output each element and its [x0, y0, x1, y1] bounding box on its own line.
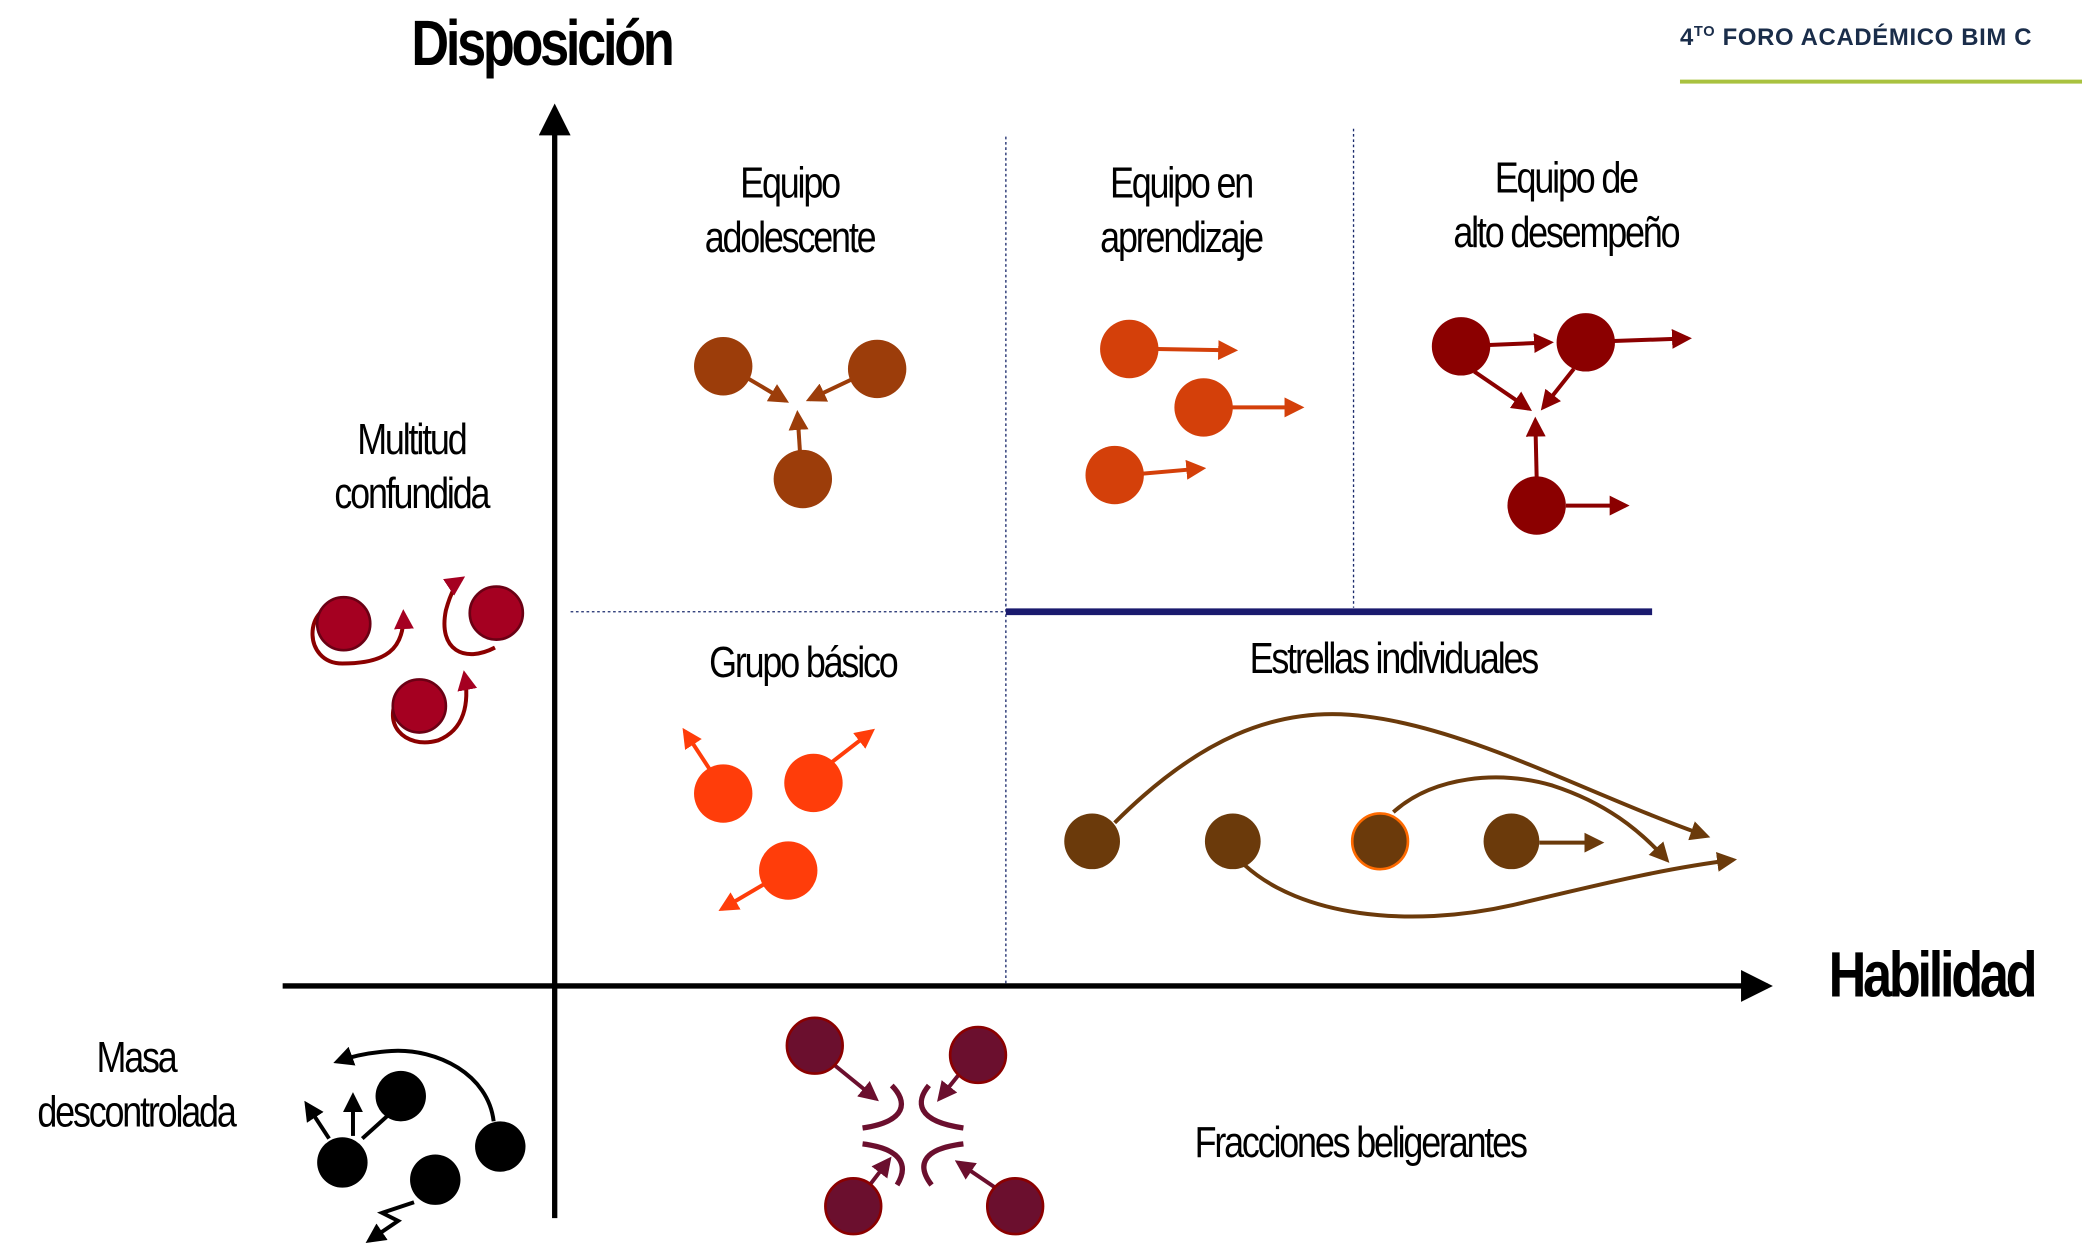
arrow: [742, 373, 790, 403]
arrow: [442, 576, 496, 657]
crowd-member-node: [468, 585, 525, 641]
group-member-node: [759, 841, 818, 900]
connector: [360, 1113, 391, 1141]
high-performance-team-figure: [1431, 313, 1692, 535]
arrow: [1525, 416, 1546, 478]
team-member-node: [1100, 319, 1159, 379]
individual-stars-figure: [1064, 712, 1738, 919]
faction-member-node: [985, 1177, 1045, 1236]
conflict-bracket: [862, 1083, 904, 1131]
faction-member-node: [824, 1177, 883, 1236]
conflict-bracket: [921, 1141, 964, 1187]
team-member-node: [847, 339, 907, 399]
belligerent-factions-figure: [785, 1016, 1045, 1236]
x-axis-title: Habilidad: [1828, 940, 2038, 1012]
arrow: [1473, 369, 1532, 411]
crowd-member-node: [315, 595, 372, 652]
arrow: [1540, 367, 1576, 411]
uncontrolled-mass-figure: [304, 1046, 526, 1243]
arrow: [1243, 851, 1738, 919]
arrow: [304, 1100, 331, 1140]
team-member-node: [1507, 476, 1566, 535]
confused-crowd-figure: [310, 576, 525, 745]
arrow: [1157, 340, 1239, 361]
crowd-member-node: [391, 678, 448, 734]
star-member-node: [1204, 813, 1261, 870]
team-member-node: [1556, 313, 1615, 372]
arrow: [954, 1160, 997, 1190]
y-axis-title: Disposición: [411, 9, 674, 80]
learning-team-figure: [1085, 319, 1305, 505]
arrow: [333, 1046, 496, 1122]
arrow: [682, 727, 712, 771]
header-underline: [1679, 79, 2082, 84]
arrow: [1141, 459, 1207, 480]
arrow: [365, 1200, 415, 1243]
arrow: [1488, 333, 1554, 354]
arrow: [1613, 329, 1692, 349]
label-belligerent-factions: Fracciones beligerantes: [1194, 1117, 1528, 1167]
arrow: [718, 880, 769, 912]
conflict-bracket: [862, 1141, 905, 1187]
mass-member-node: [410, 1154, 461, 1205]
team-member-node: [1174, 378, 1233, 437]
group-member-node: [784, 753, 843, 813]
faction-member-node: [785, 1016, 844, 1075]
arrow: [1392, 775, 1670, 863]
arrow: [1113, 712, 1711, 841]
faction-member-node: [948, 1025, 1008, 1085]
team-member-node: [1085, 445, 1144, 505]
label-basic-group: Grupo básico: [709, 636, 899, 687]
team-member-node: [1431, 317, 1491, 376]
mass-member-node: [475, 1121, 526, 1172]
group-member-node: [694, 764, 753, 823]
team-member-node: [773, 449, 833, 509]
star-member-node: [1483, 813, 1540, 870]
mass-member-node: [317, 1137, 368, 1188]
arrow: [390, 670, 478, 745]
adolescent-team-figure: [694, 337, 907, 509]
arrow: [788, 410, 809, 456]
event-header: 4TO FORO ACADÉMICO BIM C: [1679, 23, 2033, 51]
basic-group-figure: [682, 727, 875, 912]
mass-member-node: [375, 1070, 426, 1122]
conflict-bracket: [918, 1083, 964, 1131]
label-individual-stars: Estrellas individuales: [1249, 632, 1540, 683]
arrow: [829, 728, 875, 765]
arrow: [832, 1062, 879, 1102]
star-member-node: [1064, 813, 1120, 870]
team-member-node: [694, 337, 753, 396]
star-member-node: [1350, 812, 1410, 871]
